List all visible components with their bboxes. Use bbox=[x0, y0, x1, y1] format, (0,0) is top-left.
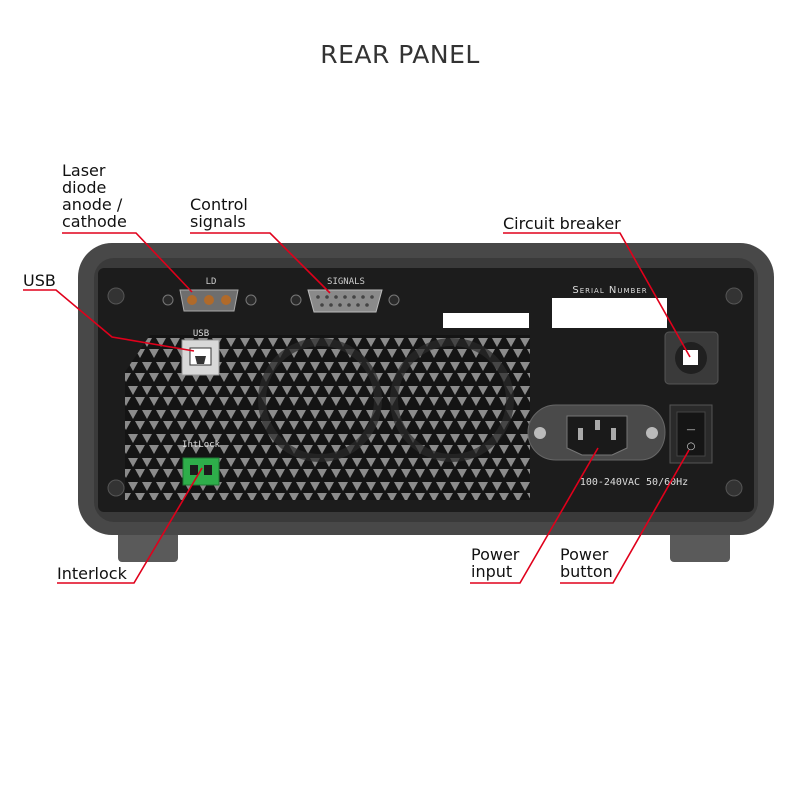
serial-number-plate bbox=[552, 298, 667, 328]
signals-connector[interactable] bbox=[290, 289, 400, 313]
fan bbox=[258, 338, 382, 462]
intlock-label: IntLock bbox=[182, 440, 221, 450]
leader-line-interlock bbox=[57, 467, 203, 584]
leader-line-power-input bbox=[470, 447, 599, 584]
serial-number-label: Serial Number bbox=[572, 285, 647, 296]
power-switch[interactable] bbox=[669, 404, 713, 464]
screw bbox=[725, 287, 743, 305]
ld-connector[interactable] bbox=[162, 289, 257, 312]
ld-label: LD bbox=[206, 277, 217, 287]
leader-lines bbox=[23, 232, 691, 584]
leader-line-circuit-breaker bbox=[503, 232, 691, 358]
fan bbox=[390, 338, 514, 462]
interlock-connector[interactable] bbox=[182, 457, 220, 486]
circuit-breaker[interactable] bbox=[664, 331, 719, 385]
screw bbox=[725, 479, 743, 497]
callout-laser-diode: Laser diode anode / cathode bbox=[62, 161, 127, 231]
callout-interlock: Interlock bbox=[57, 564, 127, 583]
leader-line-usb bbox=[23, 289, 195, 352]
label-plate bbox=[443, 313, 529, 328]
callout-power-button: Power button bbox=[560, 545, 613, 581]
leader-line-control bbox=[190, 232, 331, 294]
callout-usb: USB bbox=[23, 271, 56, 290]
signals-label: SIGNALS bbox=[327, 277, 365, 287]
voltage-rating-label: 100-240VAC 50/60Hz bbox=[580, 477, 688, 488]
callout-power-input: Power input bbox=[471, 545, 520, 581]
leader-line-laser bbox=[62, 232, 193, 293]
switch-off-mark: ○ bbox=[687, 441, 696, 452]
leader-line-power-button bbox=[560, 449, 690, 584]
screw bbox=[107, 287, 125, 305]
callout-control-signals: Control signals bbox=[190, 195, 248, 231]
power-inlet[interactable] bbox=[527, 404, 666, 461]
switch-on-mark: — bbox=[687, 425, 696, 435]
usb-panel-label: USB bbox=[193, 329, 209, 339]
usb-port[interactable] bbox=[181, 339, 220, 376]
callout-circuit-breaker: Circuit breaker bbox=[503, 214, 621, 233]
screw bbox=[107, 479, 125, 497]
page-title: REAR PANEL bbox=[320, 40, 480, 69]
